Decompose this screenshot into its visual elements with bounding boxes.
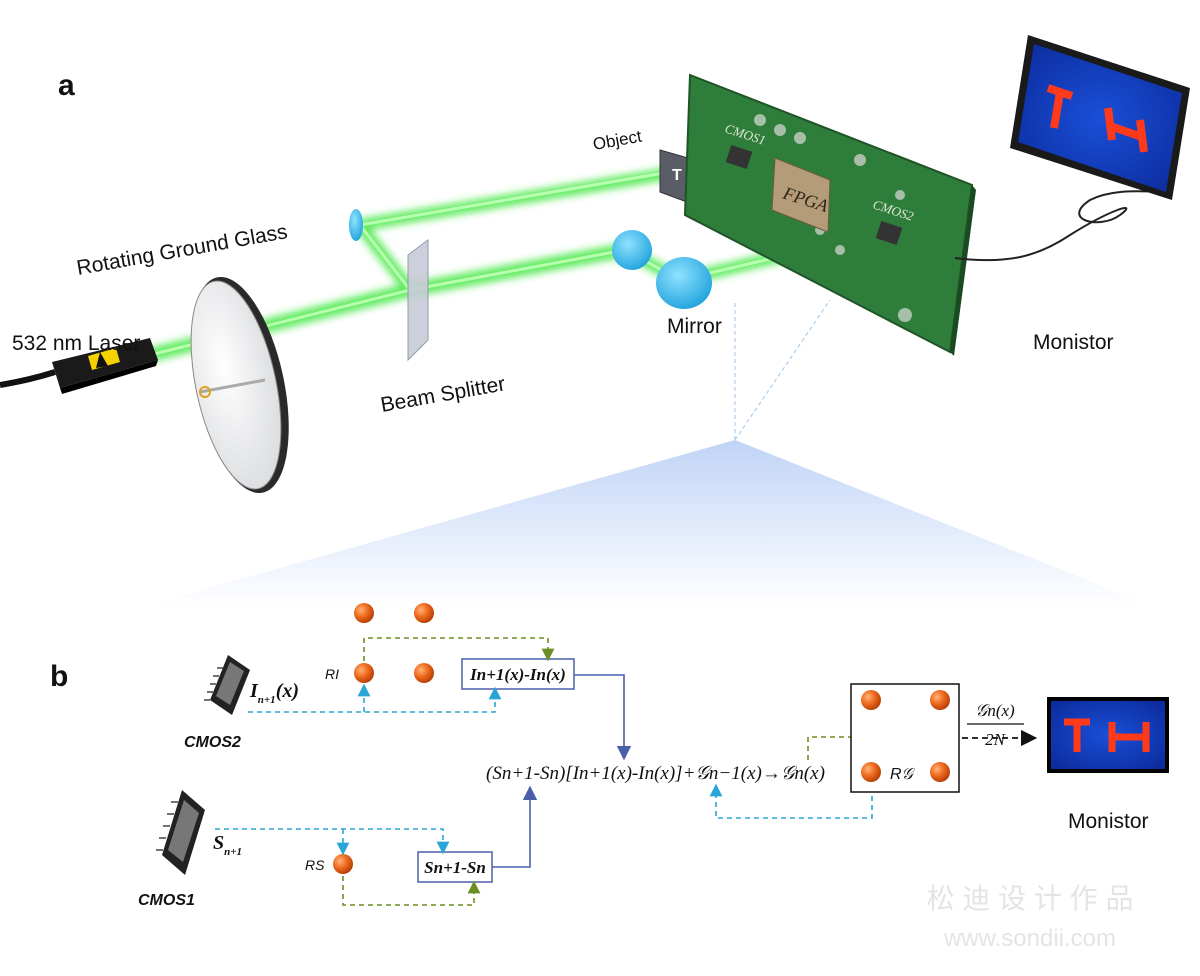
beam-splitter-label: Beam Splitter <box>379 372 507 417</box>
ri-register-ball <box>414 603 434 623</box>
rg-register-ball <box>930 690 950 710</box>
rs-register-ball <box>333 854 353 874</box>
svg-text:T: T <box>672 167 682 184</box>
diff-s-text: Sn+1-Sn <box>424 858 486 877</box>
monitor-device <box>1010 35 1190 200</box>
mirror-upper <box>612 230 652 270</box>
monitor-label-b: Monistor <box>1068 810 1149 833</box>
s-next-label: Sn+1 <box>213 832 242 858</box>
panel-b-label: b <box>50 660 68 693</box>
diff-s-box <box>417 851 493 883</box>
i-next-label: In+1(x) <box>249 680 299 706</box>
cmos2-label: CMOS2 <box>184 734 241 751</box>
rotating-ground-glass <box>190 277 289 493</box>
ri-register-ball <box>414 663 434 683</box>
watermark-line2: www.sondii.com <box>943 925 1116 952</box>
rg-register-ball <box>930 762 950 782</box>
laser-device <box>0 338 158 394</box>
laser-label: 532 nm Laser <box>12 332 140 355</box>
cmos1-chip-icon <box>156 790 205 875</box>
beam-splitter <box>407 239 429 362</box>
object-label: Object <box>591 127 643 154</box>
ri-register-ball <box>354 603 374 623</box>
reconstructed-image <box>1047 697 1169 773</box>
mirror-lower <box>656 257 712 309</box>
monitor-cable <box>954 189 1171 262</box>
fraction-numerator: 𝒢n(x) <box>975 701 1015 720</box>
monitor-label-a: Monistor <box>1033 331 1114 354</box>
update-formula: (Sn+1-Sn)[In+1(x)-In(x)]+𝒢n−1(x)→𝒢n(x) <box>486 763 825 784</box>
ri-label: RI <box>325 666 339 682</box>
diff-i-text: In+1(x)-In(x) <box>469 665 566 684</box>
panel-a-label: a <box>58 69 75 102</box>
projection-floor <box>148 440 1150 605</box>
watermark-line1: 松 迪 设 计 作 品 <box>927 883 1134 914</box>
fpga-board <box>683 73 976 356</box>
ri-register-ball <box>354 663 374 683</box>
cmos2-chip-icon <box>204 655 250 715</box>
rotating-ground-glass-label: Rotating Ground Glass <box>75 220 289 280</box>
fraction-denominator: 2N <box>985 730 1007 749</box>
rg-register-ball <box>861 762 881 782</box>
mirror-small <box>349 209 363 241</box>
rs-label: RS <box>305 857 325 873</box>
rg-label: R𝒢 <box>890 766 916 783</box>
cmos1-label: CMOS1 <box>138 892 195 909</box>
rg-register-ball <box>861 690 881 710</box>
diff-i-box <box>461 658 575 690</box>
mirror-label: Mirror <box>667 315 722 338</box>
